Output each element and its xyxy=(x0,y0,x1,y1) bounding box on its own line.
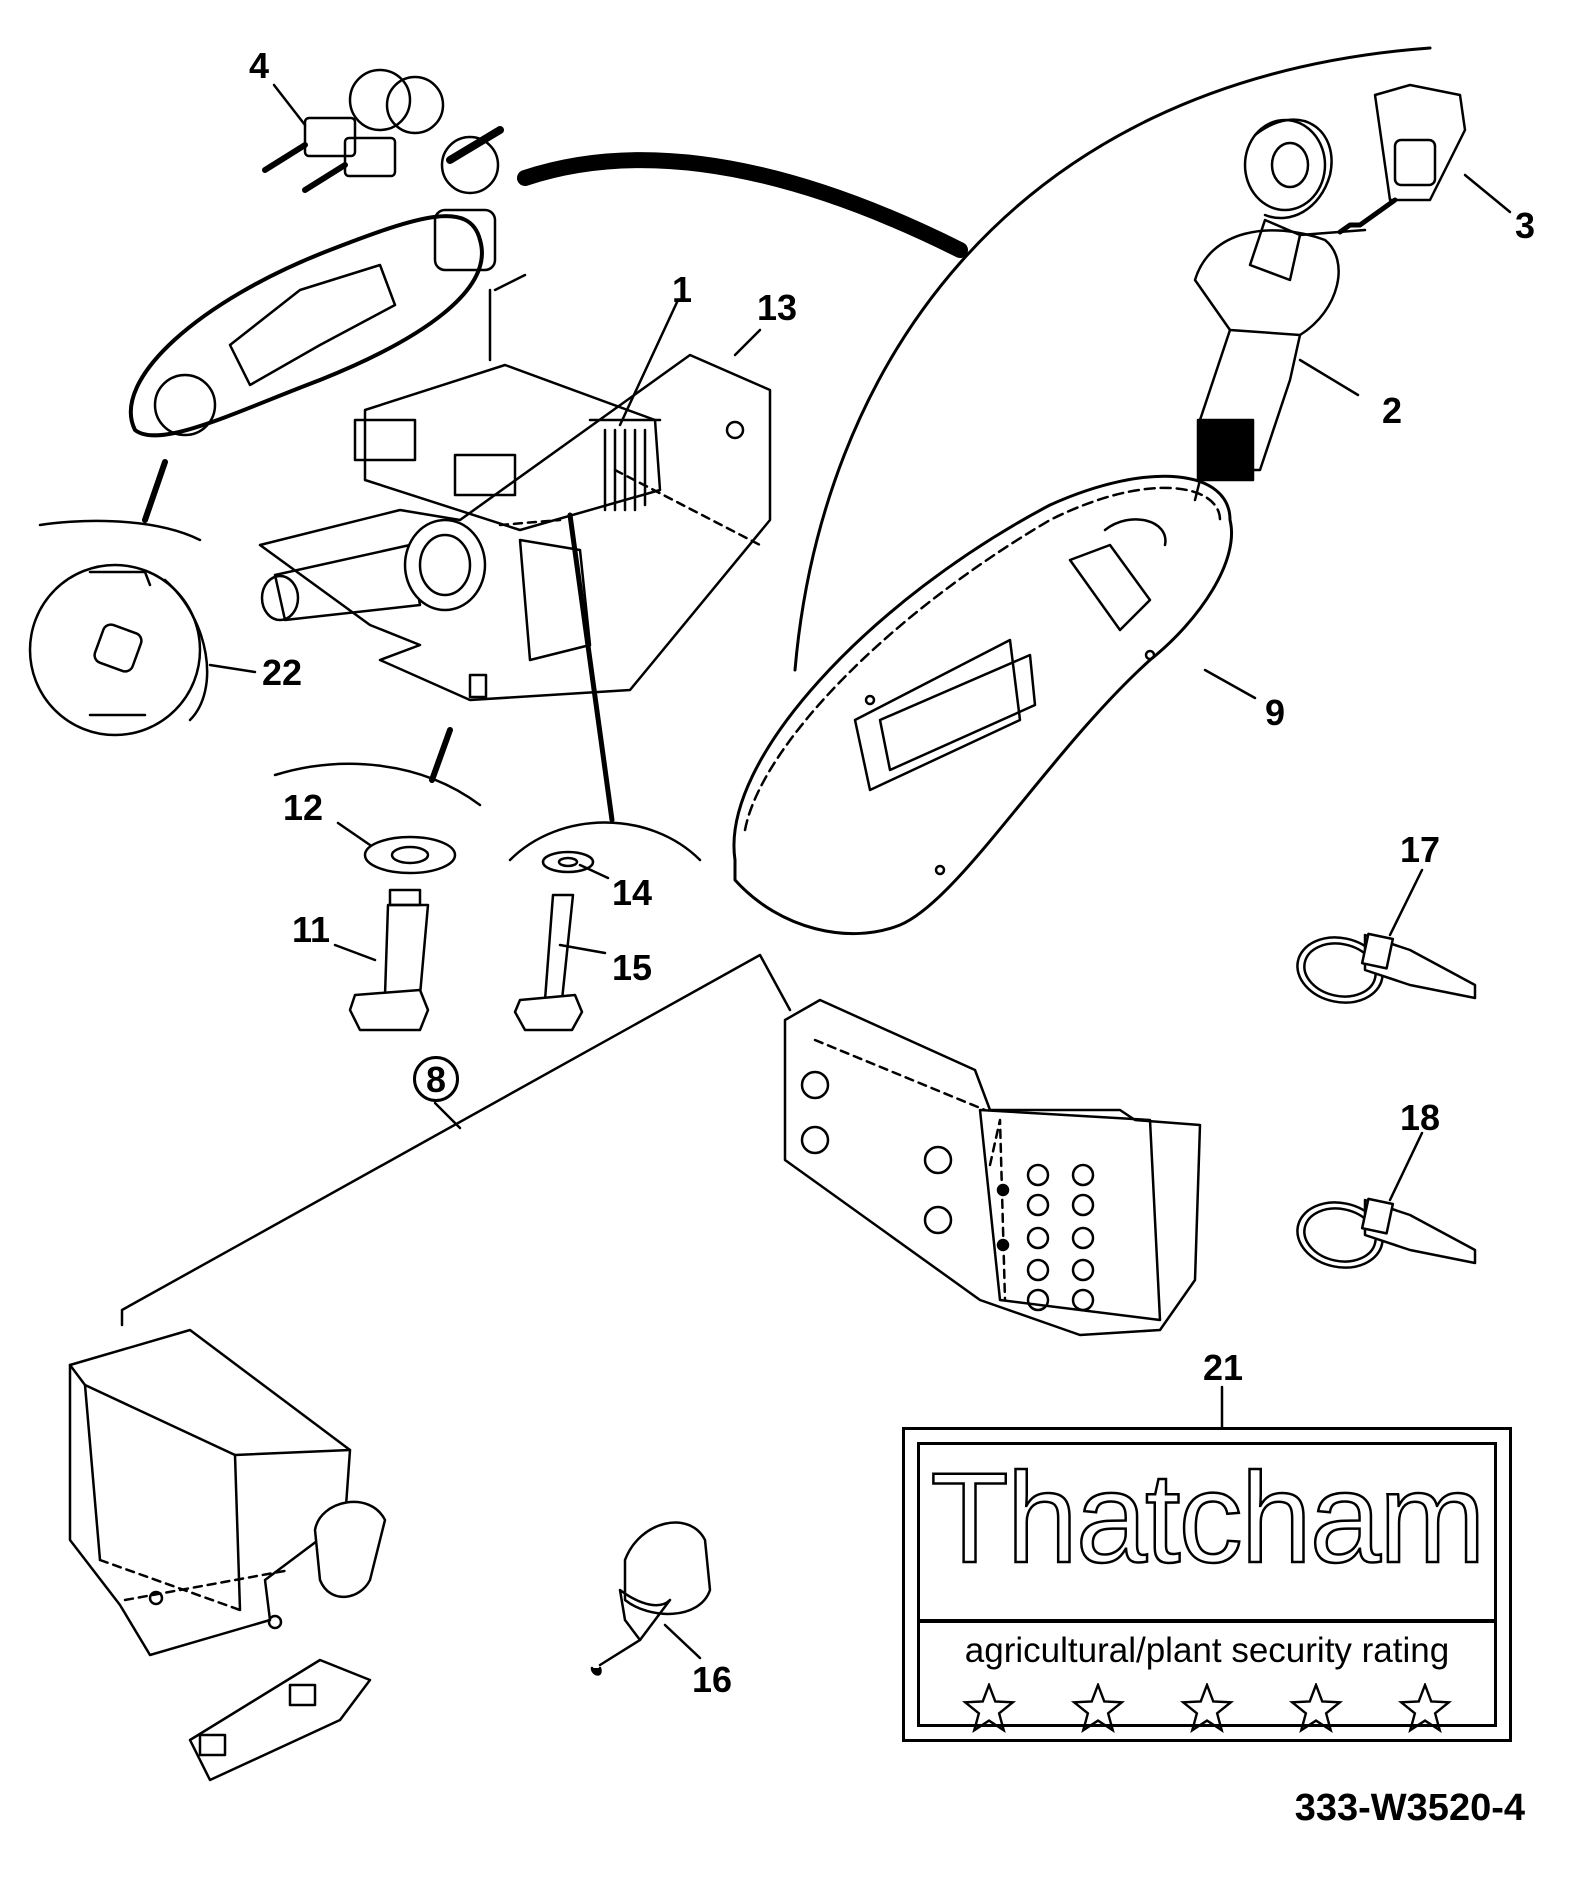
rating-stars xyxy=(960,1683,1454,1735)
callout-22: 22 xyxy=(262,652,303,693)
leader-14 xyxy=(578,863,610,880)
leader-9 xyxy=(1203,668,1257,700)
leader-13 xyxy=(733,328,762,357)
callout-8: 8 xyxy=(426,1059,447,1100)
leader-16 xyxy=(663,1623,702,1660)
background-arc-left xyxy=(517,152,968,258)
assembly-line-8 xyxy=(120,953,792,1327)
ignition-switch xyxy=(1193,118,1340,482)
callout-18: 18 xyxy=(1400,1097,1441,1138)
bolt-11 xyxy=(348,888,430,1032)
detail-arc-11-12 xyxy=(273,762,482,807)
security-rating-text: agricultural/plant security rating xyxy=(964,1631,1450,1670)
rating-divider xyxy=(920,1619,1494,1623)
star-icon xyxy=(961,1683,1017,1733)
cable-tie-18 xyxy=(1296,1197,1477,1269)
detail-circle-22 xyxy=(28,459,209,737)
callout-1: 1 xyxy=(672,269,693,310)
leader-18 xyxy=(1388,1131,1424,1202)
callout-4: 4 xyxy=(249,45,270,86)
callout-11: 11 xyxy=(292,909,331,950)
callout-2: 2 xyxy=(1382,390,1403,431)
display-housing xyxy=(128,126,504,438)
leader-17 xyxy=(1388,868,1424,937)
leader-11 xyxy=(333,943,377,962)
thatcham-brand-text: Thatcham xyxy=(929,1447,1487,1590)
leader-1 xyxy=(618,298,680,427)
threadlock-bottle xyxy=(590,1521,712,1676)
guard-plate xyxy=(783,998,1202,1337)
leader-22 xyxy=(208,663,257,674)
thatcham-security-label: Thatcham agricultural/plant security rat… xyxy=(902,1427,1512,1742)
thatcham-label-inner-border: Thatcham agricultural/plant security rat… xyxy=(917,1442,1497,1733)
star-icon xyxy=(1288,1683,1344,1733)
leader-3 xyxy=(1463,173,1512,214)
callout-8-ring xyxy=(413,1056,459,1102)
star-icon xyxy=(1179,1683,1235,1733)
ignition-key xyxy=(1298,83,1467,237)
callout-12: 12 xyxy=(283,787,324,828)
washer-12 xyxy=(363,835,457,875)
bolt-15 xyxy=(513,893,584,1032)
mounting-bracket xyxy=(258,273,772,702)
leader-15 xyxy=(558,943,607,955)
leader-2 xyxy=(1298,358,1360,397)
leader-8 xyxy=(433,1101,462,1130)
callout-13: 13 xyxy=(757,287,798,328)
callout-9: 9 xyxy=(1265,692,1286,733)
drawing-reference: 333-W3520-4 xyxy=(1294,1787,1525,1829)
guard-plate-holes xyxy=(1026,1163,1095,1312)
leader-4 xyxy=(272,83,307,127)
star-icon xyxy=(1070,1683,1126,1733)
callout-21: 21 xyxy=(1203,1347,1244,1388)
detail-arc-14-15 xyxy=(508,821,702,862)
cable-tie-17 xyxy=(1296,932,1477,1004)
callout-3: 3 xyxy=(1515,205,1536,246)
cover-plate xyxy=(732,474,1233,936)
callout-15: 15 xyxy=(612,947,653,988)
background-arc-right xyxy=(793,46,1432,672)
guard-box xyxy=(68,1328,387,1782)
leader-arc-11-12 xyxy=(429,727,453,783)
washer-14 xyxy=(541,850,595,874)
leader-12 xyxy=(336,821,372,847)
star-icon xyxy=(1397,1683,1453,1733)
leader-arc-14-15 xyxy=(567,512,615,823)
callout-16: 16 xyxy=(692,1659,733,1700)
key-fob-set xyxy=(262,68,445,193)
ecu-module xyxy=(353,363,662,532)
callout-17: 17 xyxy=(1400,829,1441,870)
ignition-barrel-mounted xyxy=(260,518,592,662)
callout-14: 14 xyxy=(612,872,653,913)
